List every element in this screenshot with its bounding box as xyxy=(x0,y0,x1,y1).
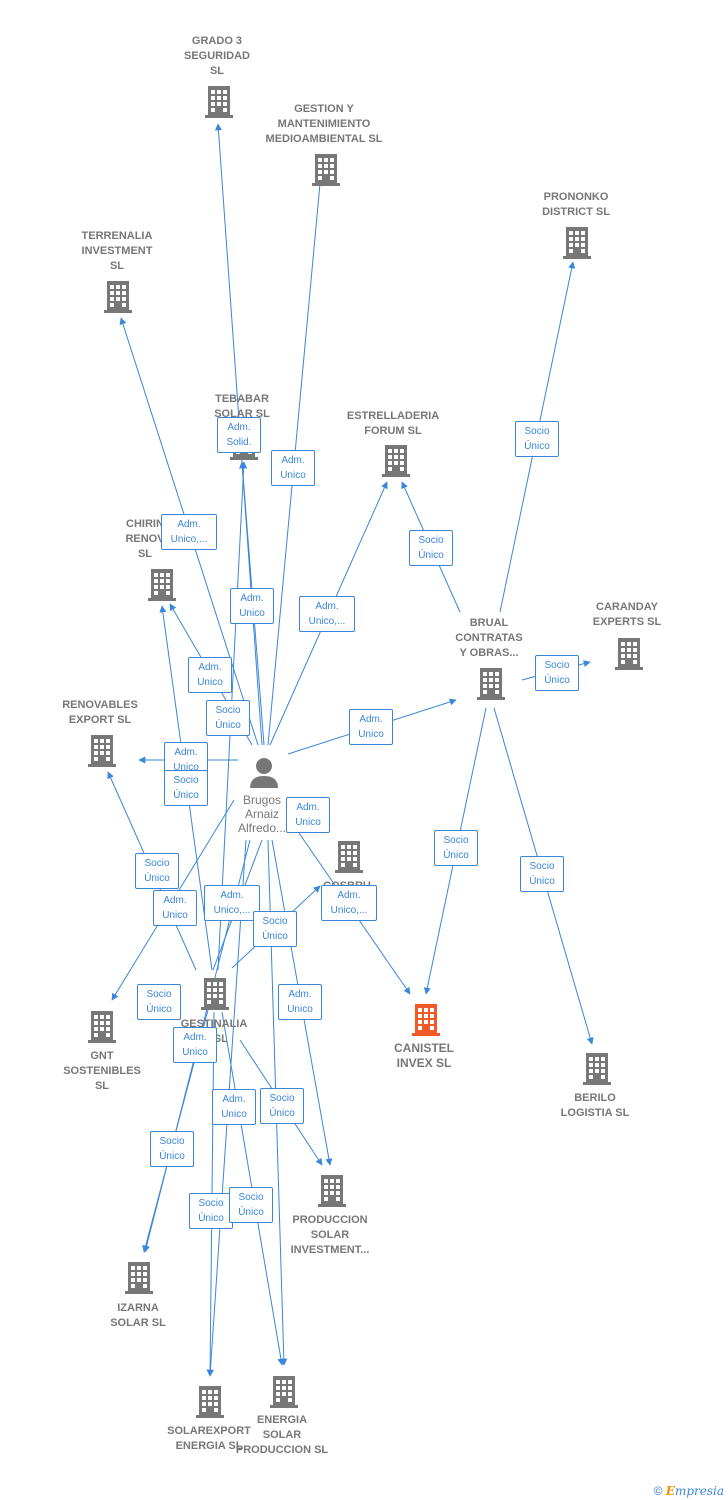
building-icon-gestion xyxy=(312,154,340,186)
edge-label: Adm. Unico xyxy=(188,657,232,693)
building-icon-renovables xyxy=(88,735,116,767)
company-label-prononko[interactable]: PRONONKO DISTRICT SL xyxy=(542,191,610,218)
company-label-solarexport[interactable]: SOLAREXPORT ENERGIA SL xyxy=(167,1425,251,1452)
company-label-chirin[interactable]: CHIRIN RENOV SL xyxy=(125,518,165,560)
building-icon-grado3 xyxy=(205,86,233,118)
edge-label: Adm. Unico xyxy=(173,1027,217,1063)
building-icon-gnt xyxy=(88,1011,116,1043)
company-label-energia[interactable]: ENERGIA SOLAR PRODUCCION SL xyxy=(235,1414,329,1456)
company-label-produccion[interactable]: PRODUCCION SOLAR INVESTMENT... xyxy=(290,1214,370,1256)
building-icon-estrelladeria xyxy=(382,445,410,477)
edge-label: Adm. Solid. xyxy=(217,417,261,453)
company-label-canistel[interactable]: CANISTEL INVEX SL xyxy=(394,1041,454,1070)
building-icon-produccion xyxy=(318,1175,346,1207)
edge-label: Socio Único xyxy=(189,1193,233,1229)
edge-label: Adm. Unico xyxy=(349,709,393,745)
copyright-icon: © xyxy=(653,1484,663,1498)
person-icon xyxy=(250,758,278,788)
company-label-izarna[interactable]: IZARNA SOLAR SL xyxy=(110,1302,166,1329)
edge-label: Adm. Unico xyxy=(271,450,315,486)
edge-label: Adm. Unico xyxy=(230,588,274,624)
edge-label: Adm. Unico,... xyxy=(299,596,355,632)
building-icon-brual xyxy=(477,668,505,700)
company-label-grado3[interactable]: GRADO 3 SEGURIDAD SL xyxy=(183,35,251,77)
building-icon-terrenalia xyxy=(104,281,132,313)
edge-label: Socio Único xyxy=(520,856,564,892)
building-icon-caranday xyxy=(615,638,643,670)
edge-label: Socio Único xyxy=(260,1088,304,1124)
brand-footer[interactable]: © Empresia xyxy=(654,1484,724,1498)
company-label-gnt[interactable]: GNT SOSTENIBLES SL xyxy=(63,1050,141,1092)
company-label-terrenalia[interactable]: TERRENALIA INVESTMENT SL xyxy=(81,230,153,272)
building-icon-solarexport xyxy=(196,1386,224,1418)
brand-logo-text: mpresia xyxy=(674,1484,724,1498)
company-label-caranday[interactable]: CARANDAY EXPERTS SL xyxy=(592,601,662,628)
building-icon-cosbru xyxy=(335,841,363,873)
edge-label: Adm. Unico,... xyxy=(321,885,377,921)
company-label-estrelladeria[interactable]: ESTRELLADERIA FORUM SL xyxy=(346,410,440,437)
edge-label: Socio Único xyxy=(150,1131,194,1167)
edge-label: Socio Único xyxy=(229,1187,273,1223)
edge-label: Adm. Unico xyxy=(278,984,322,1020)
brand-logo-e: E xyxy=(665,1484,675,1498)
building-icon-chirin xyxy=(148,569,176,601)
building-icon-prononko xyxy=(563,227,591,259)
building-icon-energia xyxy=(270,1376,298,1408)
edge-label: Adm. Unico xyxy=(153,890,197,926)
company-label-brual[interactable]: BRUAL CONTRATAS Y OBRAS... xyxy=(455,617,523,659)
edge-label: Adm. Unico,... xyxy=(161,514,217,550)
edge-label: Socio Único xyxy=(409,530,453,566)
edge-label: Socio Único xyxy=(137,984,181,1020)
building-icon-canistel xyxy=(412,1004,440,1036)
edge-label: Socio Único xyxy=(253,911,297,947)
edge-label: Socio Único xyxy=(206,700,250,736)
edge-label: Socio Único xyxy=(434,830,478,866)
building-icon-izarna xyxy=(125,1262,153,1294)
edge-label: Adm. Unico,... xyxy=(204,885,260,921)
edge-label: Socio Único xyxy=(135,853,179,889)
company-label-berilo[interactable]: BERILO LOGISTIA SL xyxy=(560,1092,630,1119)
company-label-gestion[interactable]: GESTION Y MANTENIMIENTO MEDIOAMBIENTAL S… xyxy=(265,103,383,145)
building-icon-gestinalia xyxy=(201,978,229,1010)
edge-label: Adm. Unico xyxy=(286,797,330,833)
building-icon-berilo xyxy=(583,1053,611,1085)
edge-label: Socio Único xyxy=(535,655,579,691)
edge-label: Socio Único xyxy=(164,770,208,806)
edge-label: Adm. Unico xyxy=(212,1089,256,1125)
person-label[interactable]: Brugos Arnaiz Alfredo... xyxy=(237,793,287,835)
company-label-renovables[interactable]: RENOVABLES EXPORT SL xyxy=(62,699,138,726)
edge-label: Socio Único xyxy=(515,421,559,457)
